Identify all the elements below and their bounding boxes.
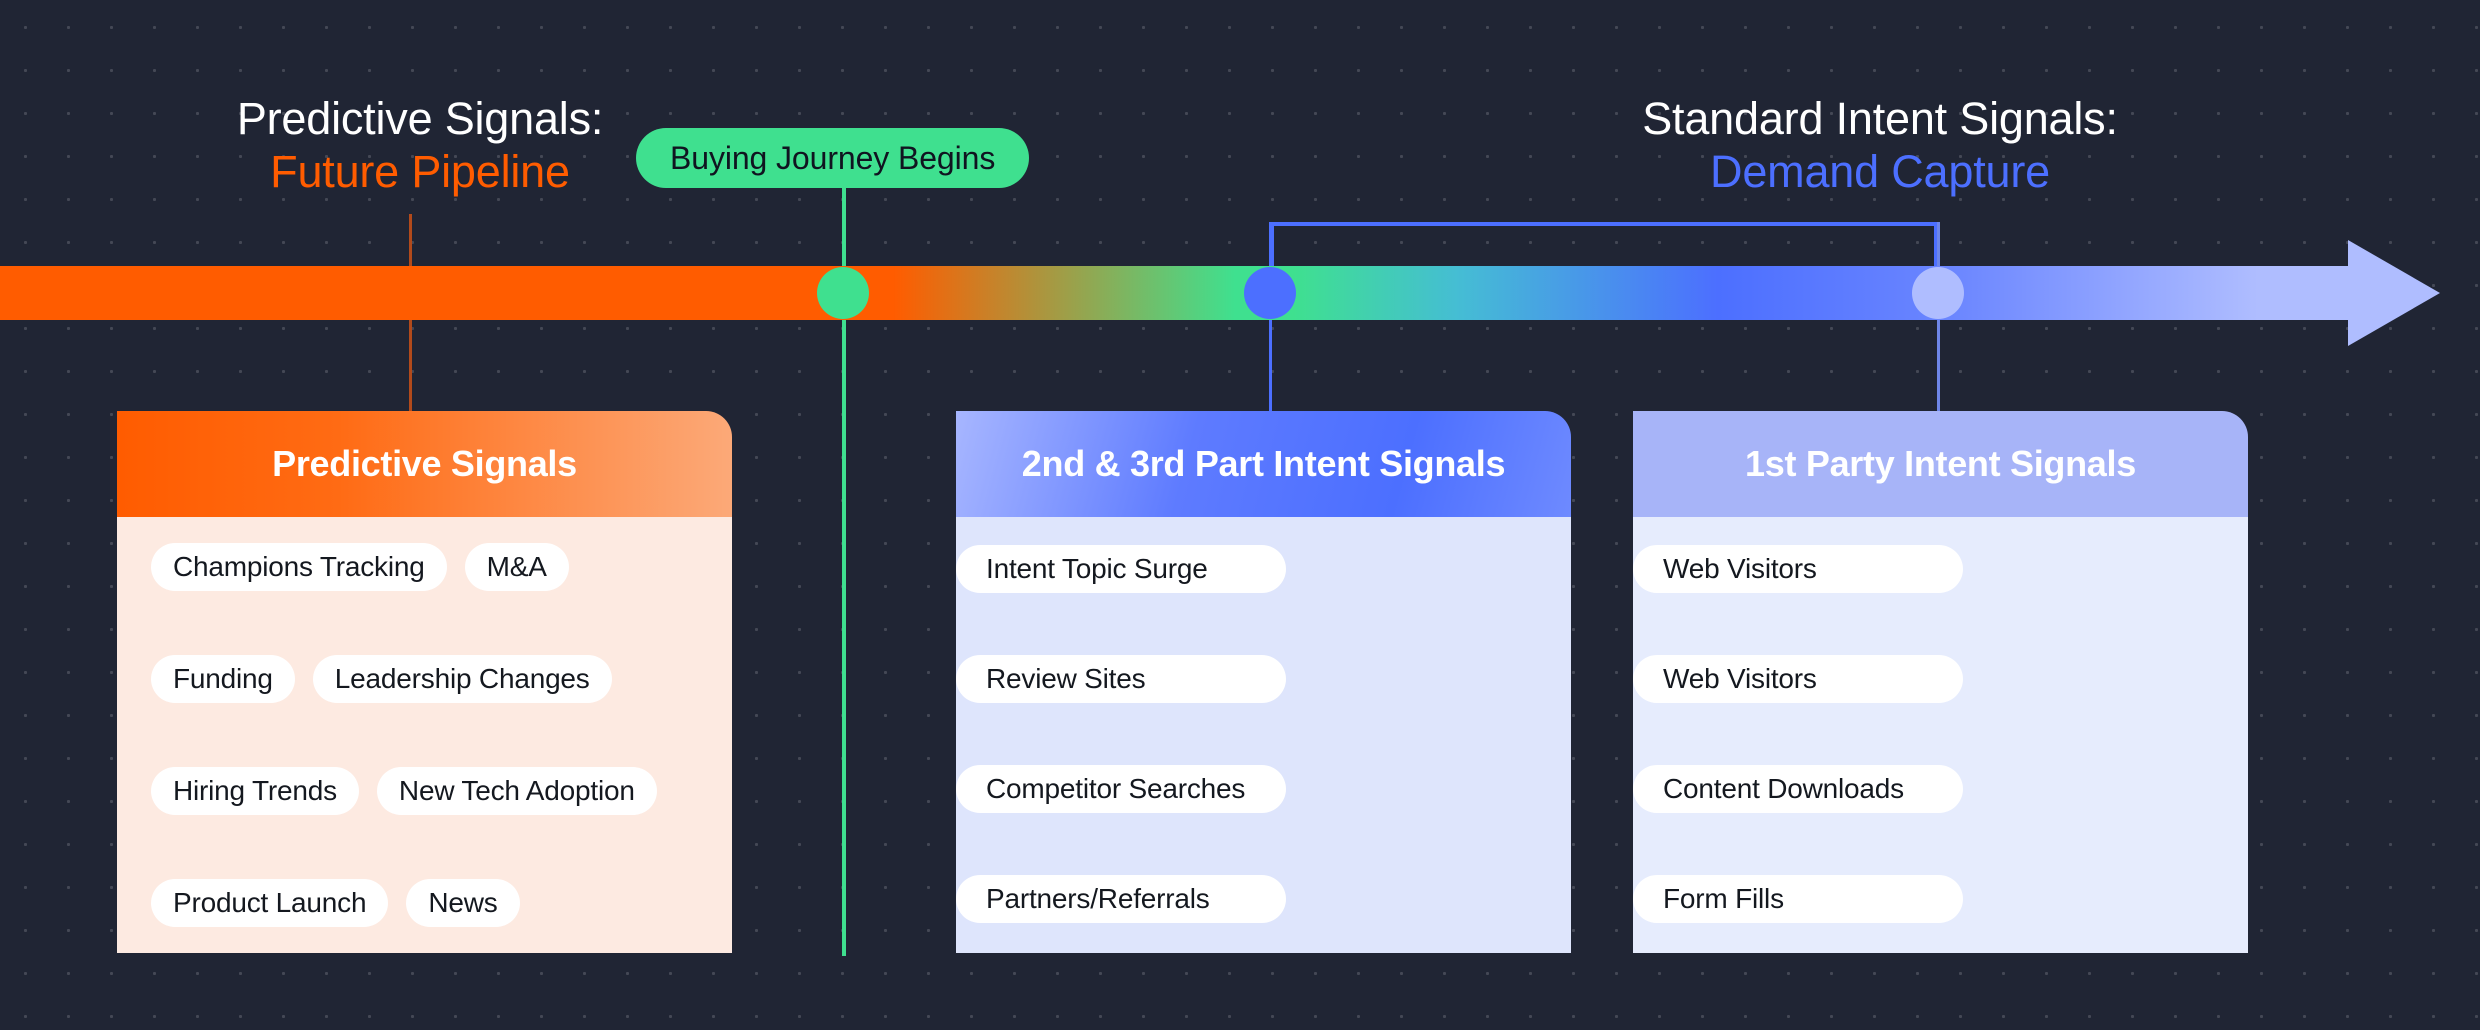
card-second-third-header: 2nd & 3rd Part Intent Signals <box>956 411 1571 517</box>
heading-standard-line2: Demand Capture <box>1710 146 2050 198</box>
card-predictive-body: Champions Tracking M&A Funding Leadershi… <box>117 517 732 953</box>
tag-champions-tracking[interactable]: Champions Tracking <box>151 543 447 591</box>
tag-new-tech-adoption[interactable]: New Tech Adoption <box>376 767 657 815</box>
heading-standard-intent-signals: Standard Intent Signals: Demand Capture <box>1230 92 2480 198</box>
card-first-party-header: 1st Party Intent Signals <box>1633 411 2248 517</box>
tag-intent-topic-surge[interactable]: Intent Topic Surge <box>956 545 1286 593</box>
timeline-node-first-party[interactable] <box>1912 267 1964 319</box>
timeline-node-buying-journey[interactable] <box>817 267 869 319</box>
timeline-node-second-third[interactable] <box>1244 267 1296 319</box>
tag-product-launch[interactable]: Product Launch <box>151 879 389 927</box>
timeline-arrow <box>0 240 2480 346</box>
tag-partners-referrals[interactable]: Partners/Referrals <box>956 875 1286 923</box>
tag-competitor-searches[interactable]: Competitor Searches <box>956 765 1286 813</box>
tag-funding[interactable]: Funding <box>151 655 295 703</box>
tag-web-visitors-2[interactable]: Web Visitors <box>1633 655 1963 703</box>
tag-m-and-a[interactable]: M&A <box>464 543 569 591</box>
card-predictive-signals: Predictive Signals Champions Tracking M&… <box>117 411 732 953</box>
tag-news[interactable]: News <box>406 879 520 927</box>
timeline-bar <box>0 266 2352 320</box>
tag-leadership-changes[interactable]: Leadership Changes <box>312 655 612 703</box>
standard-intent-bracket <box>1270 222 1938 294</box>
heading-standard-line1: Standard Intent Signals: <box>1642 93 2118 144</box>
card-first-party-body: Web Visitors Web Visitors Content Downlo… <box>1633 517 2248 953</box>
card-second-third-party-intent-signals: 2nd & 3rd Part Intent Signals Intent Top… <box>956 411 1571 953</box>
card-first-party-intent-signals: 1st Party Intent Signals Web Visitors We… <box>1633 411 2248 953</box>
card-second-third-body: Intent Topic Surge Review Sites Competit… <box>956 517 1571 953</box>
tag-row: Hiring Trends New Tech Adoption <box>139 767 704 815</box>
timeline-node-predictive[interactable] <box>384 267 436 319</box>
tag-row: Champions Tracking M&A <box>139 543 704 591</box>
buying-journey-pill[interactable]: Buying Journey Begins <box>636 128 1030 188</box>
tag-review-sites[interactable]: Review Sites <box>956 655 1286 703</box>
heading-predictive-signals: Predictive Signals: Future Pipeline <box>40 92 800 198</box>
tag-hiring-trends[interactable]: Hiring Trends <box>151 767 359 815</box>
tag-content-downloads[interactable]: Content Downloads <box>1633 765 1963 813</box>
heading-predictive-line1: Predictive Signals: <box>236 93 604 144</box>
heading-predictive-line2: Future Pipeline <box>270 146 570 198</box>
tag-row: Funding Leadership Changes <box>139 655 704 703</box>
tag-form-fills[interactable]: Form Fills <box>1633 875 1963 923</box>
tag-row: Product Launch News <box>139 879 704 927</box>
timeline-arrowhead-icon <box>2348 240 2440 346</box>
card-predictive-header: Predictive Signals <box>117 411 732 517</box>
tag-web-visitors-1[interactable]: Web Visitors <box>1633 545 1963 593</box>
connector-buying-journey <box>842 186 846 956</box>
